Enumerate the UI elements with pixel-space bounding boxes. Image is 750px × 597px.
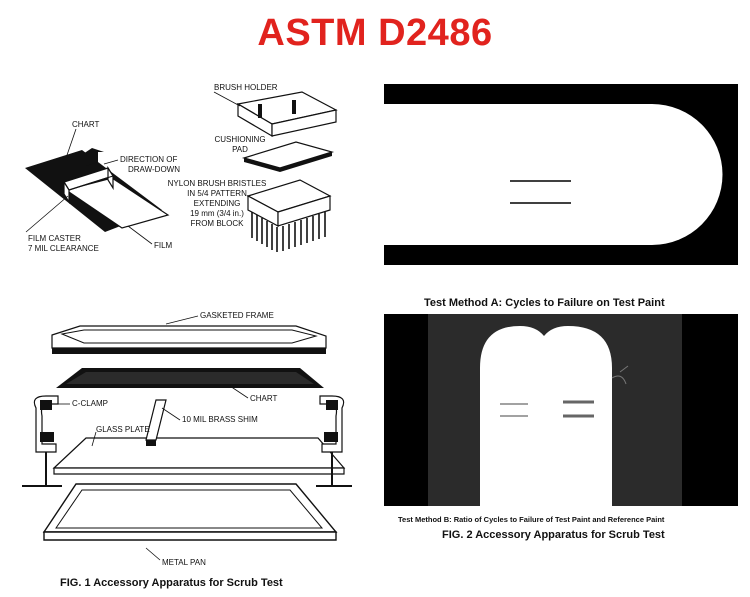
c-clamp-left <box>22 395 70 487</box>
scrub-path-a <box>384 104 723 245</box>
label-film-caster-line1: FILM CASTER <box>28 234 81 243</box>
label-bristles-line4: 19 mm (3/4 in.) <box>190 209 244 218</box>
label-metal-pan: METAL PAN <box>162 558 206 567</box>
label-cushioning-line1: CUSHIONING <box>214 135 266 144</box>
label-chart-top: CHART <box>72 120 100 129</box>
fig1-caption: FIG. 1 Accessory Apparatus for Scrub Tes… <box>60 577 283 589</box>
label-brass-shim: 10 MIL BRASS SHIM <box>182 415 258 424</box>
label-brush-holder: BRUSH HOLDER <box>214 83 278 92</box>
label-chart-mid: CHART <box>250 394 278 403</box>
test-method-b-panel <box>384 314 738 506</box>
brush-assembly <box>213 91 338 252</box>
label-cushioning-line2: PAD <box>232 145 248 154</box>
c-clamp-right <box>316 395 352 487</box>
draw-down-arrow-icon <box>80 148 104 166</box>
fig2-caption: FIG. 2 Accessory Apparatus for Scrub Tes… <box>442 529 665 541</box>
method-b-caption: Test Method B: Ratio of Cycles to Failur… <box>398 515 665 524</box>
label-film: FILM <box>154 241 173 250</box>
label-bristles-line1: NYLON BRUSH BRISTLES <box>167 179 267 188</box>
film-layer <box>64 177 170 229</box>
label-gasketed-frame: GASKETED FRAME <box>200 311 274 320</box>
label-direction-line1: DIRECTION OF <box>120 155 178 164</box>
brush-bristles <box>251 212 326 252</box>
label-glass-plate: GLASS PLATE <box>96 425 150 434</box>
label-bristles-line2: IN 5/4 PATTERN <box>187 189 247 198</box>
label-bristles-line3: EXTENDING <box>193 199 241 208</box>
test-method-a-panel <box>384 84 738 265</box>
label-film-caster-line2: 7 MIL CLEARANCE <box>28 244 99 253</box>
label-bristles-line5: FROM BLOCK <box>190 219 244 228</box>
film-casting-assembly <box>25 128 170 245</box>
scrub-path-b <box>480 326 612 506</box>
label-c-clamp: C-CLAMP <box>72 399 109 408</box>
page-title: ASTM D2486 <box>257 12 493 54</box>
scrub-frame-assembly <box>22 315 352 561</box>
label-direction-line2: DRAW-DOWN <box>128 165 180 174</box>
glass-plate <box>52 437 346 469</box>
method-a-caption: Test Method A: Cycles to Failure on Test… <box>424 297 665 309</box>
